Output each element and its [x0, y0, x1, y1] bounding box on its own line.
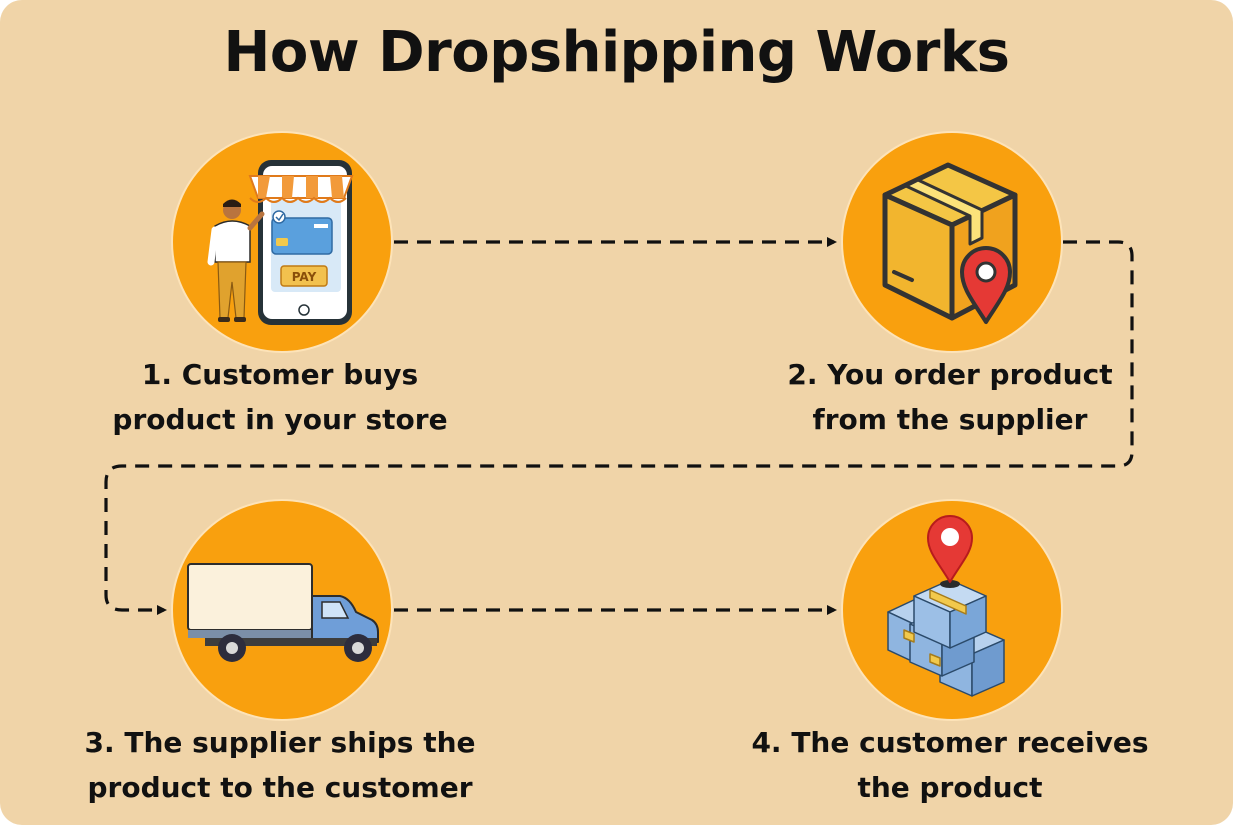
step-3-line-2: product to the customer [87, 771, 473, 804]
step-2-line-1: 2. You order product [787, 358, 1113, 391]
step-3-label: 3. The supplier ships the product to the… [60, 720, 500, 810]
step-1-label: 1. Customer buys product in your store [80, 352, 480, 442]
step-4-label: 4. The customer receives the product [730, 720, 1170, 810]
step-1-line-1: 1. Customer buys [141, 358, 419, 391]
step-4-line-2: the product [857, 771, 1043, 804]
delivery-truck-icon [187, 563, 379, 662]
step-4-line-1: 4. The customer receives [751, 726, 1149, 759]
connector-2-to-3 [104, 240, 1134, 615]
step-2-line-2: from the supplier [812, 403, 1088, 436]
delivered-boxes-icon [887, 515, 1005, 697]
page-title: How Dropshipping Works [223, 20, 1010, 85]
step-3-line-1: 3. The supplier ships the [84, 726, 476, 759]
step-1-line-2: product in your store [112, 403, 448, 436]
pay-button-label: PAY [292, 270, 317, 284]
step-2-label: 2. You order product from the supplier [750, 352, 1150, 442]
package-location-icon [882, 162, 1018, 324]
online-shop-icon: PAY [207, 160, 354, 325]
